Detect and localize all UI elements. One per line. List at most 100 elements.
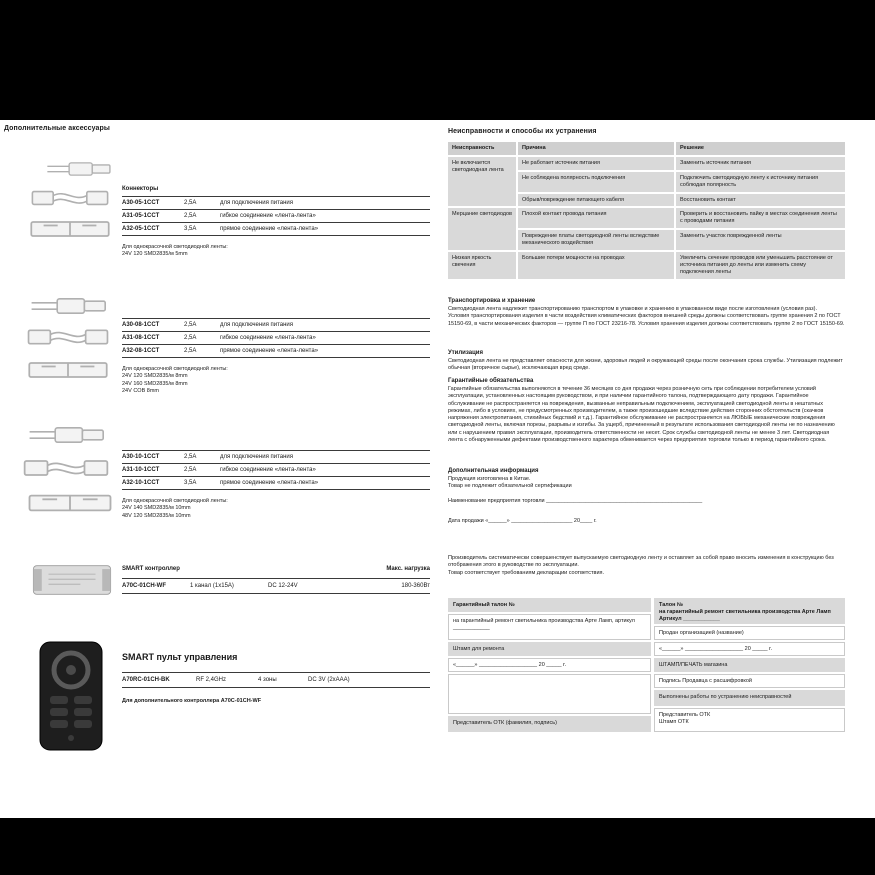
connector-table-8mm: A30-08-1CCT 2,5A для подключения питания… bbox=[122, 318, 430, 358]
connector-desc: гибкое соединение «лента-лента» bbox=[220, 213, 316, 219]
troubleshooting-table: Неисправность Причина Решение Не включае… bbox=[448, 142, 845, 279]
connector-row: A31-05-1CCT 2,5A гибкое соединение «лент… bbox=[122, 209, 430, 222]
connector-row: A32-10-1CCT 3,5A прямое соединение «лент… bbox=[122, 476, 430, 490]
left-column-heading: Дополнительные аксессуары bbox=[4, 125, 111, 132]
connector-note-5mm: Для однокрасочной светодиодной ленты: 24… bbox=[122, 244, 228, 258]
remote-power: DC 3V (2xAAA) bbox=[308, 677, 350, 683]
connector-desc: для подключения питания bbox=[220, 322, 294, 328]
connector-image-power-10mm bbox=[28, 420, 108, 450]
connector-image-flex-10mm bbox=[22, 452, 110, 484]
section-additional-info: Дополнительная информация Продукция изго… bbox=[448, 468, 845, 491]
connectors-label: Коннекторы bbox=[122, 186, 159, 192]
connector-image-power-5mm bbox=[46, 156, 114, 182]
remote-spec-row: A70RC-01CH-BK RF 2,4GHz 4 зоны DC 3V (2x… bbox=[122, 672, 430, 688]
ts-fix: Заменить источник питания bbox=[676, 156, 845, 170]
warranty-right-date: «______» ___________________ 20 _____ г. bbox=[654, 642, 845, 656]
connector-model: A30-08-1CCT bbox=[122, 322, 160, 328]
connector-image-flex-5mm bbox=[30, 184, 110, 212]
section-utilization: Утилизация Светодиодная лента не предста… bbox=[448, 350, 845, 373]
warranty-left-stamp-area bbox=[448, 674, 651, 714]
connector-model: A32-05-1CCT bbox=[122, 226, 160, 232]
connector-row: A30-05-1CCT 2,5A для подключения питания bbox=[122, 196, 430, 209]
ts-cause: Не работает источник питания bbox=[518, 156, 674, 170]
controller-power: 180-360Вт bbox=[401, 583, 430, 589]
controller-channels: 1 канал (1x15A) bbox=[190, 583, 234, 589]
remote-model: A70RC-01CH-BK bbox=[122, 677, 170, 683]
ts-fault-flicker: Мерцание светодиодов bbox=[448, 208, 516, 250]
connector-note-10mm: Для однокрасочной светодиодной ленты: 24… bbox=[122, 498, 228, 519]
warranty-right-seller-signature: Подпись Продавца с расшифровкой bbox=[654, 674, 845, 688]
connector-current: 2,5A bbox=[184, 348, 197, 354]
connector-current: 2,5A bbox=[184, 335, 197, 341]
warranty-right-work-done: Выполнены работы по устранению неисправн… bbox=[654, 690, 845, 706]
warranty-left-repair-stamp: Штамп для ремонта bbox=[448, 642, 651, 656]
controller-max-load-header: Макс. нагрузка bbox=[386, 566, 430, 572]
connector-row: A31-10-1CCT 2,5A гибкое соединение «лент… bbox=[122, 463, 430, 476]
section-warranty-obligations: Гарантийные обязательства Гарантийные об… bbox=[448, 378, 845, 444]
connector-current: 3,5A bbox=[184, 226, 197, 232]
remote-heading: SMART пульт управления bbox=[122, 652, 238, 662]
connector-note-8mm: Для однокрасочной светодиодной ленты: 24… bbox=[122, 366, 228, 394]
ts-fix: Восстановить контакт bbox=[676, 193, 845, 207]
connector-desc: прямое соединение «лента-лента» bbox=[220, 480, 319, 486]
connector-table-5mm: A30-05-1CCT 2,5A для подключения питания… bbox=[122, 196, 430, 236]
connector-model: A30-10-1CCT bbox=[122, 454, 160, 460]
section-text-additional-info: Продукция изготовлена в Китае. Товар не … bbox=[448, 476, 572, 490]
remote-zones: 4 зоны bbox=[258, 677, 277, 683]
warranty-right-otk-stamp: Представитель ОТК Штамп ОТК bbox=[654, 708, 845, 732]
connector-current: 3,5A bbox=[184, 480, 197, 486]
warranty-left-date: «______» ___________________ 20 _____ г. bbox=[448, 658, 651, 672]
right-column-heading: Неисправности и способы их устранения bbox=[448, 128, 597, 135]
controller-label: SMART контроллер bbox=[122, 566, 180, 572]
connector-desc: гибкое соединение «лента-лента» bbox=[220, 467, 316, 473]
remote-image bbox=[36, 640, 106, 752]
ts-fix: Заменить участок поврежденной ленты bbox=[676, 230, 845, 250]
section-heading-warranty: Гарантийные обязательства bbox=[448, 378, 534, 384]
ts-header-fix: Решение bbox=[676, 142, 845, 155]
connector-desc: для подключения питания bbox=[220, 454, 294, 460]
connector-current: 2,5A bbox=[184, 200, 197, 206]
manual-page: Дополнительные аксессуары Коннекторы A30… bbox=[0, 120, 875, 818]
connector-desc: прямое соединение «лента-лента» bbox=[220, 226, 319, 232]
connector-row: A32-05-1CCT 3,5A прямое соединение «лент… bbox=[122, 222, 430, 236]
section-text-transport: Светодиодная лента надлежит транспортиро… bbox=[448, 306, 845, 327]
ts-cause: Большие потери мощности на проводах bbox=[518, 251, 674, 279]
connector-image-flex-8mm bbox=[26, 322, 110, 352]
connector-row: A32-08-1CCT 2,5A прямое соединение «лент… bbox=[122, 344, 430, 358]
manufacturer-note: Производитель систематически совершенств… bbox=[448, 555, 834, 576]
remote-rf: RF 2,4GHz bbox=[196, 677, 227, 683]
store-name-line: Наименование предприятия торговли ______… bbox=[448, 498, 703, 504]
connector-desc: прямое соединение «лента-лента» bbox=[220, 348, 319, 354]
controller-voltage: DC 12-24V bbox=[268, 583, 298, 589]
section-text-warranty: Гарантийные обязательства выполняются в … bbox=[448, 386, 835, 443]
section-text-utilization: Светодиодная лента не представляет опасн… bbox=[448, 358, 843, 372]
connector-desc: гибкое соединение «лента-лента» bbox=[220, 335, 316, 341]
controller-image bbox=[30, 560, 114, 600]
ts-fix: Проверить и восстановить пайку в местах … bbox=[676, 208, 845, 229]
ts-header-cause: Причина bbox=[518, 142, 674, 155]
section-transport: Транспортировка и хранение Светодиодная … bbox=[448, 298, 845, 328]
connector-image-direct-5mm bbox=[26, 214, 114, 244]
connector-model: A31-08-1CCT bbox=[122, 335, 160, 341]
ts-cause: Обрыв/повреждение питающего кабеля bbox=[518, 193, 674, 207]
warranty-left-otk: Представитель ОТК (фамилия, подпись) bbox=[448, 716, 651, 732]
connector-current: 2,5A bbox=[184, 454, 197, 460]
ts-cause: Плохой контакт провода питания bbox=[518, 208, 674, 229]
connector-model: A32-08-1CCT bbox=[122, 348, 160, 354]
sale-date-line: Дата продажи «______» __________________… bbox=[448, 518, 597, 524]
ts-fault-low-brightness: Низкая яркость свечения bbox=[448, 251, 516, 279]
connector-row: A30-08-1CCT 2,5A для подключения питания bbox=[122, 318, 430, 331]
warranty-left-header: Гарантийный талон № bbox=[448, 598, 651, 612]
controller-model: A70C-01CH-WF bbox=[122, 583, 167, 589]
ts-cause: Не соблюдена полярность подключения bbox=[518, 171, 674, 192]
warranty-right-shop-stamp: ШТАМП/ПЕЧАТЬ магазина bbox=[654, 658, 845, 672]
controller-header-row: SMART контроллер Макс. нагрузка bbox=[122, 566, 430, 572]
section-heading-utilization: Утилизация bbox=[448, 350, 483, 356]
connector-model: A32-10-1CCT bbox=[122, 480, 160, 486]
connector-model: A31-05-1CCT bbox=[122, 213, 160, 219]
connector-image-power-8mm bbox=[30, 292, 110, 320]
ts-header-fault: Неисправность bbox=[448, 142, 516, 155]
connector-model: A30-05-1CCT bbox=[122, 200, 160, 206]
warranty-right-sold-by: Продан организацией (название) bbox=[654, 626, 845, 640]
